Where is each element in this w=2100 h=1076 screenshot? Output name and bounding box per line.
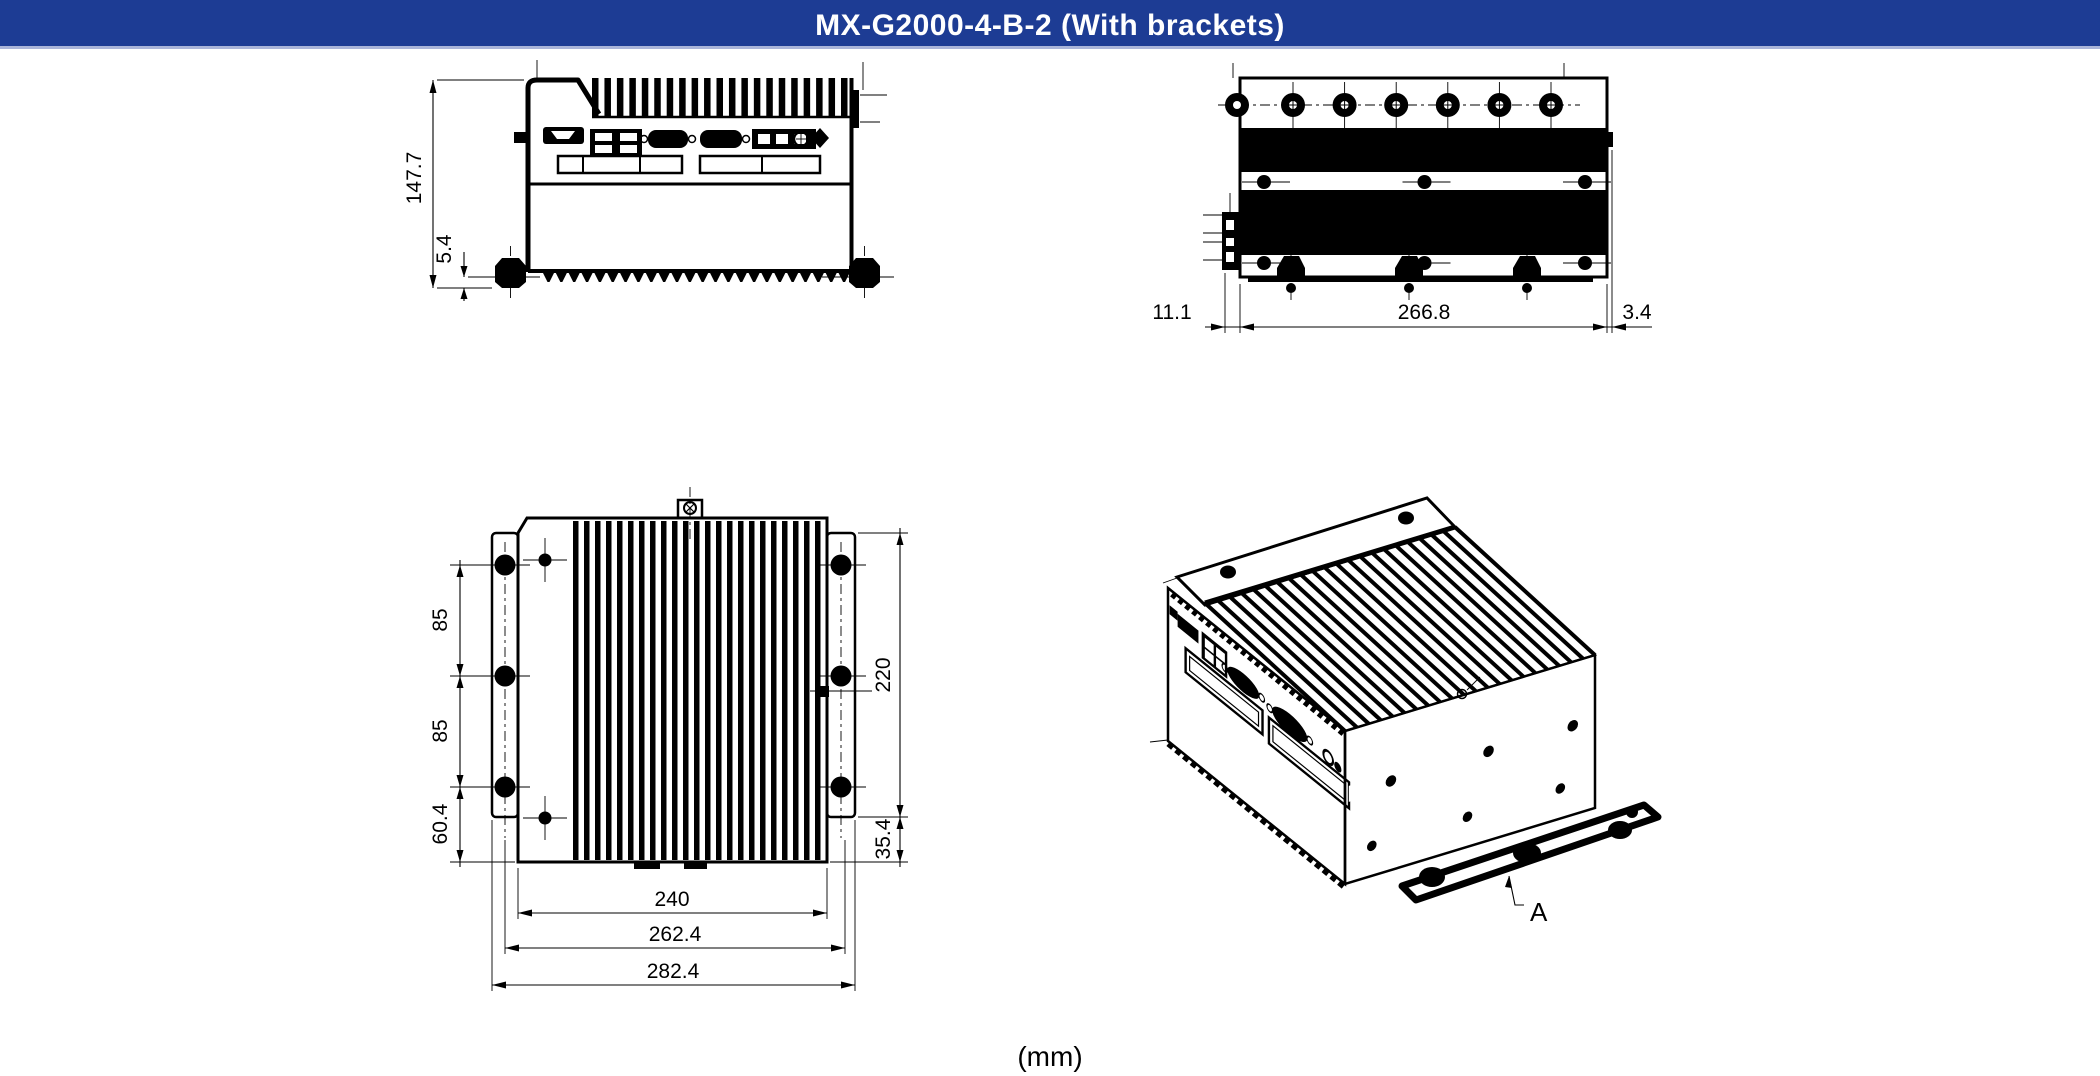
top-right-mid-tab bbox=[820, 686, 829, 697]
dim-label-85-upper: 85 bbox=[429, 608, 452, 631]
front-serration bbox=[632, 273, 644, 282]
iso-bottom-bracket bbox=[1398, 801, 1662, 904]
bracket-holes-right bbox=[816, 542, 866, 838]
front-serration bbox=[838, 273, 850, 282]
dim-label-11-1: 11.1 bbox=[1152, 301, 1191, 324]
bottom-mid-screws bbox=[1242, 175, 1611, 189]
front-feet bbox=[468, 246, 894, 301]
iso-side-face bbox=[1343, 653, 1597, 886]
top-dim-bottom: 240 262.4 282.4 bbox=[491, 820, 856, 991]
front-serration bbox=[800, 273, 811, 282]
front-serration bbox=[825, 273, 837, 282]
bottom-feet-row bbox=[1242, 248, 1611, 302]
top-center-tab bbox=[676, 487, 704, 540]
dim-label-60-4: 60.4 bbox=[429, 803, 452, 844]
front-serration bbox=[722, 273, 734, 282]
front-serration bbox=[735, 273, 747, 282]
dim-label-240: 240 bbox=[654, 888, 689, 911]
dim-label-3-4: 3.4 bbox=[1622, 301, 1652, 324]
bottom-dims: 11.1 266.8 3.4 bbox=[1152, 150, 1652, 333]
bracket-holes-left bbox=[480, 542, 530, 838]
top-dim-chain-right: 220 35.4 bbox=[830, 528, 908, 867]
front-serration bbox=[543, 273, 554, 282]
front-view: 147.7 5.4 bbox=[403, 60, 894, 301]
front-serration bbox=[568, 273, 580, 282]
front-dim-height: 147.7 bbox=[403, 79, 524, 289]
front-serration bbox=[620, 273, 632, 282]
front-serration bbox=[787, 273, 799, 282]
front-dim-foot: 5.4 bbox=[433, 234, 468, 301]
top-dim-chain-left: 85 85 60.4 bbox=[429, 560, 515, 867]
front-serration bbox=[594, 273, 606, 282]
front-io-ports bbox=[514, 127, 829, 156]
front-serration bbox=[671, 273, 683, 282]
detail-label-a: A bbox=[1530, 897, 1548, 927]
bottom-screw-row bbox=[1218, 82, 1580, 130]
title-bar-bg bbox=[0, 0, 2100, 48]
bottom-view: 11.1 266.8 3.4 bbox=[1152, 63, 1652, 333]
title-bar: MX-G2000-4-B-2 (With brackets) bbox=[0, 0, 2100, 49]
dim-label-220: 220 bbox=[872, 657, 895, 692]
units-label: (mm) bbox=[1017, 1041, 1082, 1072]
front-serration bbox=[761, 273, 773, 282]
bottom-side-connector bbox=[1203, 193, 1240, 270]
iso-heatsink-top bbox=[1170, 524, 1597, 737]
front-serration bbox=[645, 273, 657, 282]
front-serration bbox=[607, 273, 619, 282]
top-inner-screws bbox=[523, 538, 567, 840]
front-serration bbox=[658, 273, 670, 282]
page-title: MX-G2000-4-B-2 (With brackets) bbox=[815, 9, 1285, 42]
front-serration bbox=[710, 273, 722, 282]
dim-label-5-4: 5.4 bbox=[433, 234, 456, 264]
front-expansion-slots bbox=[556, 154, 822, 175]
front-serration bbox=[774, 273, 786, 282]
iso-detail-callout: A bbox=[1505, 875, 1548, 927]
dim-label-262-4: 262.4 bbox=[649, 923, 702, 946]
dim-label-266-8: 266.8 bbox=[1398, 301, 1451, 324]
front-serration bbox=[697, 273, 709, 282]
front-right-tab bbox=[852, 90, 859, 128]
front-serration bbox=[684, 273, 696, 282]
front-serration bbox=[555, 273, 567, 282]
dim-label-282-4: 282.4 bbox=[647, 960, 700, 983]
title-bar-divider bbox=[0, 46, 2100, 49]
top-heatsink-fins bbox=[573, 521, 821, 860]
front-serration bbox=[748, 273, 760, 282]
isometric-view: A bbox=[1149, 496, 1662, 927]
front-serration bbox=[812, 273, 824, 282]
bottom-right-tab bbox=[1607, 132, 1613, 147]
dim-label-147-7: 147.7 bbox=[403, 152, 426, 205]
dim-label-35-4: 35.4 bbox=[872, 818, 895, 859]
front-heatsink-fins bbox=[592, 78, 851, 119]
front-serration bbox=[581, 273, 593, 282]
dim-label-85-lower: 85 bbox=[429, 719, 452, 742]
top-view: 85 85 60.4 220 35.4 240 bbox=[429, 487, 908, 991]
